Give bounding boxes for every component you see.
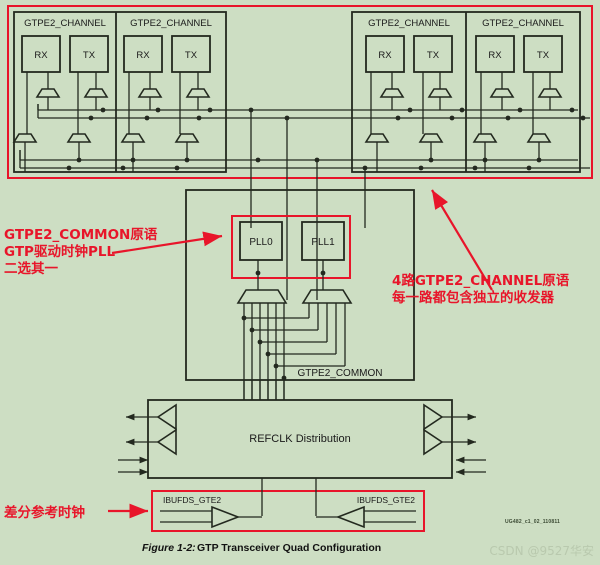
mux-upper-ch3-tx — [537, 88, 563, 98]
annotation-common-line3: 二选其一 — [4, 260, 58, 277]
channel-label-1: GTPE2_CHANNEL — [130, 18, 212, 29]
channel-stub-wires — [26, 72, 551, 134]
caption-number: Figure 1-2: — [142, 542, 196, 554]
annotation-channel-line2: 每一路都包含独立的收发器 — [392, 289, 554, 306]
rx-box-ch3 — [475, 35, 515, 73]
pll-output-dots — [255, 270, 326, 276]
rx-label-ch2: RX — [378, 50, 392, 61]
ibufds-buffer-right — [335, 505, 365, 529]
refclk-left-inputs — [118, 456, 149, 476]
mux-lower-ch2-b — [418, 133, 444, 143]
ibufds-right-label: IBUFDS_GTE2 — [357, 495, 415, 505]
rx-label-ch1: RX — [136, 50, 150, 61]
csdn-watermark: CSDN @9527华安 — [489, 543, 594, 558]
mux-output-wires — [24, 97, 551, 172]
refclk-left-outputs — [125, 413, 158, 446]
annotation-refclk-note: 差分参考时钟 — [4, 504, 85, 521]
refclk-buffer-right-1 — [423, 403, 444, 431]
rx-label-ch3: RX — [488, 50, 502, 61]
caption-title: GTP Transceiver Quad Configuration — [197, 542, 381, 554]
channel-bus-lines — [19, 104, 590, 169]
rx-tx-labels: RX TX RX TX RX TX RX TX — [34, 50, 549, 61]
document-id: UG482_c1_02_110811 — [505, 519, 560, 525]
bus-to-common-wires — [250, 110, 366, 300]
mux-upper-ch1-tx — [185, 88, 211, 98]
mux-upper-ch3-rx — [489, 88, 515, 98]
refclk-to-ibufds-wires — [261, 478, 317, 516]
refclk-right-outputs — [442, 413, 477, 446]
mux-upper-ch2-tx — [427, 88, 453, 98]
common-staircase-dots — [241, 315, 287, 381]
channel-label-3: GTPE2_CHANNEL — [482, 18, 564, 29]
annotation-channel-line1: 4路GTPE2_CHANNEL原语 — [392, 272, 570, 289]
mux-common-right — [301, 289, 353, 304]
tx-box-ch1 — [171, 35, 211, 73]
refclk-buffer-right-2 — [423, 428, 444, 456]
common-to-refclk-wires — [243, 380, 285, 400]
annotation-arrow-channel — [431, 189, 493, 291]
channel-junction-dots — [66, 107, 586, 171]
channel-group-left — [13, 11, 227, 173]
mux-lower-ch0-a — [12, 133, 38, 143]
ibufds-right-wires — [316, 510, 416, 523]
annotation-channel-note: 4路GTPE2_CHANNEL原语 每一路都包含独立的收发器 — [392, 272, 570, 306]
mux-lower-ch1-a — [120, 133, 146, 143]
ibufds-left-wires — [160, 510, 262, 523]
rx-label-ch0: RX — [34, 50, 48, 61]
tx-label-ch0: TX — [83, 50, 96, 61]
rx-box-ch0 — [21, 35, 61, 73]
channel-region-outline — [7, 5, 593, 179]
refclk-label: REFCLK Distribution — [249, 433, 350, 445]
mux-upper-ch1-rx — [137, 88, 163, 98]
common-labels: PLL0 PLL1 GTPE2_COMMON — [249, 237, 382, 379]
mux-common-left — [236, 289, 288, 304]
tx-label-ch3: TX — [537, 50, 550, 61]
mux-upper-ch0-rx — [35, 88, 61, 98]
tx-box-ch0 — [69, 35, 109, 73]
channel-labels: GTPE2_CHANNEL GTPE2_CHANNEL GTPE2_CHANNE… — [24, 18, 564, 29]
pll0-label: PLL0 — [249, 237, 273, 248]
tx-box-ch3 — [523, 35, 563, 73]
mux-upper-ch0-tx — [83, 88, 109, 98]
mux-lower-ch3-a — [472, 133, 498, 143]
annotation-common-line2: GTP驱动时钟PLL — [4, 243, 115, 260]
ibufds-region-outline — [151, 490, 425, 532]
refclk-right-inputs — [455, 456, 486, 476]
channel-label-0: GTPE2_CHANNEL — [24, 18, 106, 29]
pll1-label: PLL1 — [311, 237, 335, 248]
mux-lower-ch0-b — [66, 133, 92, 143]
mux-upper-ch2-rx — [379, 88, 405, 98]
refclk-buffer-left-2 — [156, 428, 177, 456]
common-staircase-wires — [244, 317, 345, 367]
annotation-common-line1: GTPE2_COMMON原语 — [4, 227, 158, 243]
annotation-common-note: GTPE2_COMMON原语 GTP驱动时钟PLL 二选其一 — [4, 227, 158, 277]
mux-lower-ch3-b — [526, 133, 552, 143]
ibufds-left-label: IBUFDS_GTE2 — [163, 495, 221, 505]
channel-label-2: GTPE2_CHANNEL — [368, 18, 450, 29]
ibufds-buffer-left — [211, 505, 241, 529]
mux-lower-ch2-a — [364, 133, 390, 143]
tx-box-ch2 — [413, 35, 453, 73]
mux-lower-ch1-b — [174, 133, 200, 143]
rx-box-ch2 — [365, 35, 405, 73]
tx-label-ch1: TX — [185, 50, 198, 61]
rx-box-ch1 — [123, 35, 163, 73]
pll0-box — [239, 221, 283, 261]
gtpe2-common-label: GTPE2_COMMON — [297, 368, 382, 379]
refclk-distribution-box — [147, 399, 453, 479]
gtpe2-common-box — [185, 189, 415, 381]
pll-region-outline — [231, 215, 351, 279]
refclk-buffer-left-1 — [156, 403, 177, 431]
annotation-arrow-common — [111, 231, 223, 255]
tx-label-ch2: TX — [427, 50, 440, 61]
